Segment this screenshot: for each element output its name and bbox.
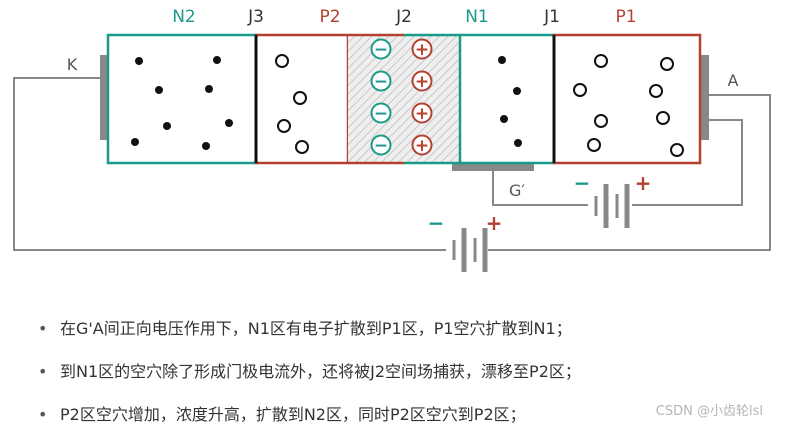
hole-circle	[656, 111, 670, 125]
watermark: CSDN @小齿轮lsl	[655, 404, 763, 419]
svg-text:+: +	[415, 136, 429, 156]
negative-ion: −	[370, 134, 392, 156]
svg-text:+: +	[415, 40, 429, 60]
label-j1: J1	[543, 7, 560, 27]
hole-circle	[670, 143, 684, 157]
positive-ion: +	[411, 134, 433, 156]
anode-main-wire	[486, 94, 771, 251]
cathode-wire	[13, 77, 448, 251]
external-circuit	[13, 77, 771, 251]
main-battery-plus: +	[486, 211, 503, 235]
electron-dot	[205, 85, 213, 93]
svg-text:−: −	[374, 104, 388, 124]
positive-ion: +	[411, 70, 433, 92]
region-p1	[552, 33, 702, 165]
terminal-k-label: K	[67, 55, 78, 74]
negative-ions: − − − −	[370, 38, 392, 156]
p1-holes	[573, 54, 684, 157]
electron-dot	[163, 122, 171, 130]
main-battery: − +	[428, 211, 503, 272]
hole-circle	[587, 138, 601, 152]
svg-text:+: +	[415, 104, 429, 124]
gate-battery-minus: −	[574, 171, 591, 195]
anode-electrode	[700, 55, 709, 140]
electron-dot	[225, 119, 233, 127]
hole-circle	[573, 83, 587, 97]
hole-circle	[660, 57, 674, 71]
label-j3: J3	[247, 7, 264, 27]
terminal-a-label: A	[728, 71, 739, 90]
hole-circle	[594, 114, 608, 128]
anode-gate-wire	[630, 119, 743, 206]
positive-ions: + + + +	[411, 38, 433, 156]
svg-text:−: −	[374, 72, 388, 92]
electron-dot	[131, 138, 139, 146]
electron-dot	[514, 139, 522, 147]
positive-ion: +	[411, 38, 433, 60]
negative-ion: −	[370, 38, 392, 60]
n1-electrons	[498, 56, 522, 147]
label-p1: P1	[615, 7, 636, 27]
hole-circle	[275, 54, 289, 68]
gate-wire	[492, 170, 590, 206]
n2-electrons	[131, 56, 233, 150]
main-battery-minus: −	[428, 211, 445, 235]
hole-circle	[594, 54, 608, 68]
negative-ion: −	[370, 102, 392, 124]
negative-ion: −	[370, 70, 392, 92]
svg-text:−: −	[374, 136, 388, 156]
electron-dot	[513, 87, 521, 95]
hole-circle	[293, 91, 307, 105]
hole-circle	[649, 84, 663, 98]
svg-text:+: +	[415, 72, 429, 92]
label-p2: P2	[319, 7, 340, 27]
electron-dot	[500, 115, 508, 123]
electron-dot	[135, 57, 143, 65]
region-n2	[106, 33, 258, 165]
region-n1	[458, 33, 556, 165]
label-n1: N1	[465, 7, 489, 27]
p2-holes	[275, 54, 309, 154]
gate-battery: − +	[574, 171, 652, 228]
label-n2: N2	[172, 7, 196, 27]
gate-battery-plus: +	[635, 171, 652, 195]
electron-dot	[202, 142, 210, 150]
electron-dot	[155, 86, 163, 94]
cathode-electrode	[100, 55, 109, 140]
terminal-g-label: G′	[509, 181, 525, 200]
hole-circle	[277, 119, 291, 133]
gate-electrode	[452, 162, 534, 171]
electron-dot	[213, 56, 221, 64]
positive-ion: +	[411, 102, 433, 124]
electron-dot	[498, 56, 506, 64]
label-j2: J2	[395, 7, 412, 27]
region-p2	[254, 33, 350, 165]
region-depletion	[348, 35, 460, 163]
hole-circle	[295, 140, 309, 154]
svg-text:−: −	[374, 40, 388, 60]
